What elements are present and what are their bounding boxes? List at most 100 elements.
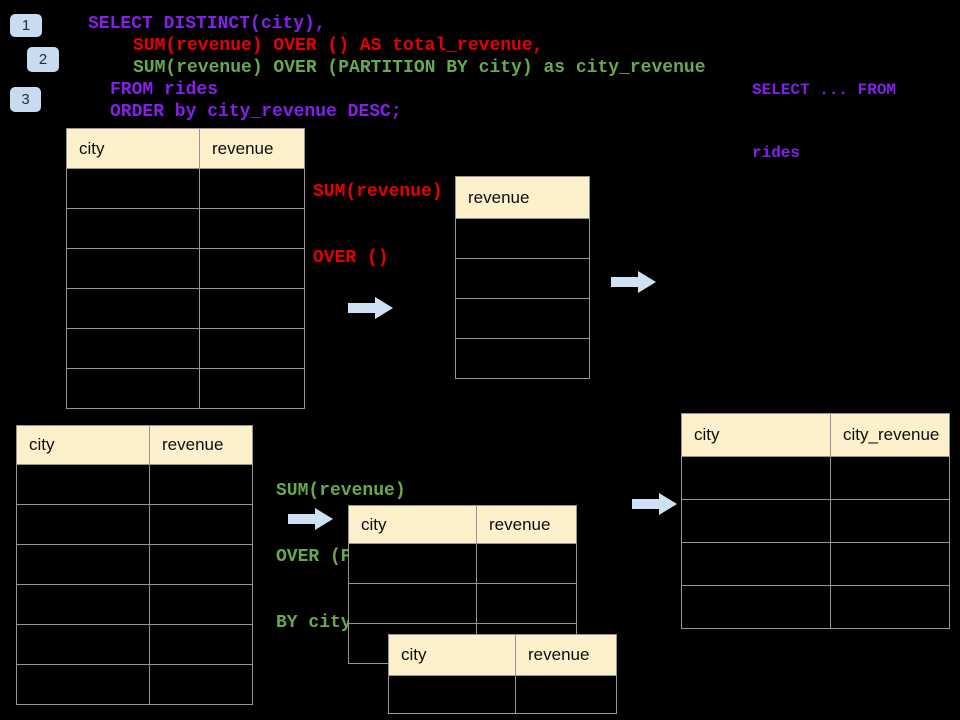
right-arrow-icon — [611, 271, 656, 293]
table-cell — [830, 585, 950, 629]
header-row: revenue — [455, 176, 590, 219]
table-cell — [199, 328, 305, 369]
table-cell — [199, 168, 305, 209]
column-header: revenue — [149, 425, 253, 465]
table-row — [455, 218, 590, 259]
table-cell — [149, 544, 253, 585]
table-row — [66, 208, 305, 249]
column-header: revenue — [455, 176, 590, 219]
table-row — [66, 168, 305, 209]
column-header: city — [681, 413, 831, 457]
table-row — [681, 456, 950, 500]
sql-line-select: SELECT DISTINCT(city), — [88, 14, 326, 34]
sql-line-from: FROM rides — [110, 80, 219, 100]
partition-annotation-line1: SUM(revenue) — [276, 481, 406, 501]
table-cell — [348, 583, 477, 624]
table-cell — [476, 583, 577, 624]
table-row — [66, 328, 305, 369]
table-cell — [16, 544, 150, 585]
table-cell — [455, 258, 590, 299]
table-cell — [66, 248, 200, 289]
table-row — [388, 675, 617, 714]
column-header: city — [66, 128, 200, 169]
table-row — [16, 584, 253, 625]
table-row — [348, 543, 577, 584]
right-arrow-icon — [288, 508, 333, 530]
table-row — [16, 664, 253, 705]
table-row — [66, 248, 305, 289]
table-row — [16, 504, 253, 545]
table-cell — [476, 543, 577, 584]
table-row — [16, 624, 253, 665]
total-window-annotation: SUM(revenue) OVER () — [313, 137, 443, 313]
table-cell — [66, 208, 200, 249]
step-1-badge: 1 — [10, 14, 42, 37]
table-total-revenue: revenue — [455, 176, 590, 379]
column-header: city — [388, 634, 516, 676]
column-header: city — [348, 505, 477, 544]
right-arrow-icon — [632, 493, 677, 515]
table-row — [66, 288, 305, 329]
column-header: city_revenue — [830, 413, 950, 457]
step-3-badge: 3 — [10, 87, 41, 112]
table-cell — [66, 328, 200, 369]
table-cell — [515, 675, 617, 714]
table-cell — [66, 168, 200, 209]
column-header: revenue — [515, 634, 617, 676]
table-cell — [66, 368, 200, 409]
table-cell — [16, 584, 150, 625]
table-cell — [348, 543, 477, 584]
table-cell — [16, 464, 150, 505]
table-cell — [199, 208, 305, 249]
sql-line-partition: SUM(revenue) OVER (PARTITION BY city) as… — [133, 58, 706, 78]
data-table: revenue — [455, 176, 590, 379]
sql-line-total-revenue: SUM(revenue) OVER () AS total_revenue, — [133, 36, 544, 56]
table-cell — [455, 298, 590, 339]
table-cell — [66, 288, 200, 329]
table-row — [348, 583, 577, 624]
table-row — [16, 544, 253, 585]
table-row — [455, 338, 590, 379]
table-cell — [16, 504, 150, 545]
table-row — [16, 464, 253, 505]
table-cell — [681, 542, 831, 586]
table-cell — [681, 585, 831, 629]
table-cell — [16, 624, 150, 665]
table-row — [681, 542, 950, 586]
table-cell — [149, 624, 253, 665]
column-header: city — [16, 425, 150, 465]
total-annotation-line2: OVER () — [313, 248, 389, 268]
total-annotation-line1: SUM(revenue) — [313, 182, 443, 202]
side-note-line1: SELECT ... FROM — [752, 81, 897, 99]
table-row — [66, 368, 305, 409]
table-cell — [455, 338, 590, 379]
table-cell — [149, 504, 253, 545]
table-cell — [388, 675, 516, 714]
column-header: revenue — [476, 505, 577, 544]
column-header: revenue — [199, 128, 305, 169]
table-row — [455, 258, 590, 299]
table-cell — [199, 288, 305, 329]
table-cell — [199, 248, 305, 289]
table-cell — [455, 218, 590, 259]
table-cell — [681, 456, 831, 500]
sql-line-order-by: ORDER by city_revenue DESC; — [110, 102, 402, 122]
table-row — [455, 298, 590, 339]
table-cell — [830, 499, 950, 543]
side-note-select-from-rides: SELECT ... FROM rides — [752, 38, 896, 206]
step-2-badge: 2 — [27, 47, 59, 72]
side-note-line2: rides — [752, 144, 801, 162]
